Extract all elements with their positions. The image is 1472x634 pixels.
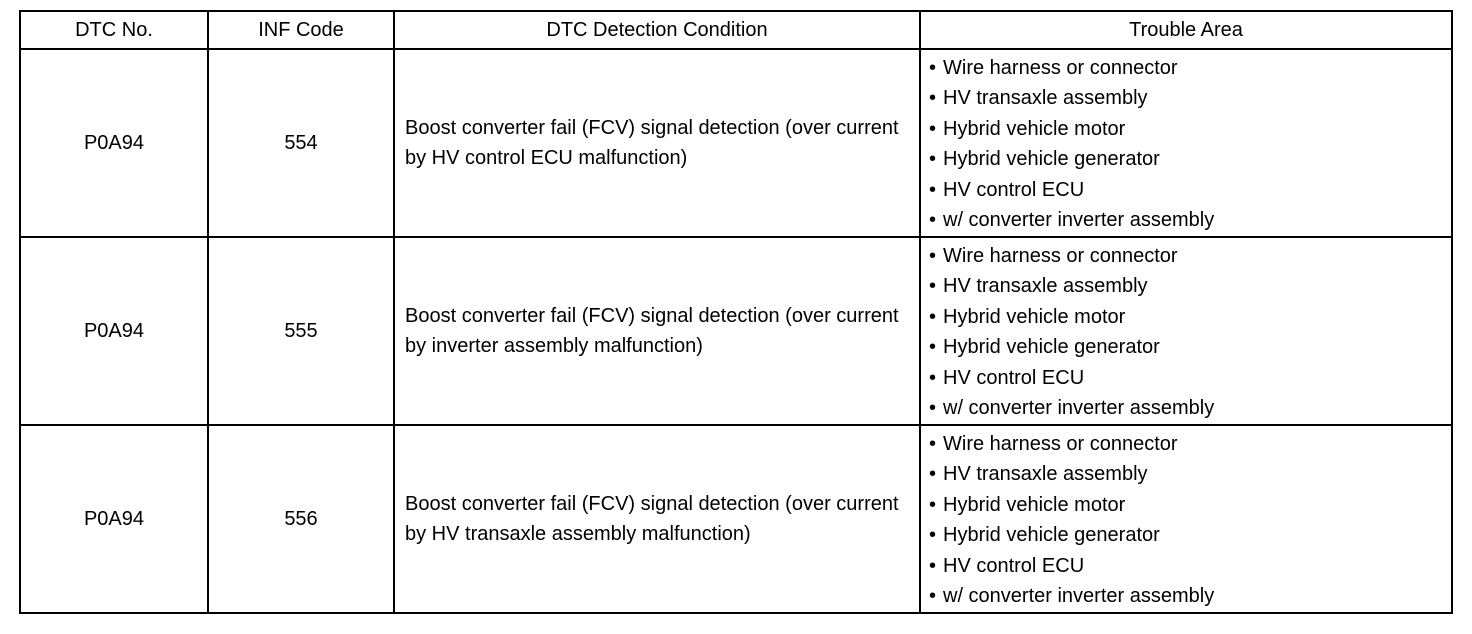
header-row: DTC No. INF Code DTC Detection Condition… <box>19 10 1453 50</box>
bullet-icon: • <box>929 463 937 486</box>
header-dtc-no: DTC No. <box>19 10 209 50</box>
bullet-icon: • <box>929 57 937 79</box>
condition-cell: Boost converter fail (FCV) signal detect… <box>393 236 921 426</box>
dtc-cell: P0A94 <box>19 236 209 426</box>
trouble-area-cell: • Wire harness or connector • HV transaxle… <box>919 48 1453 238</box>
trouble-area-text: Wire harness or connector <box>943 433 1178 455</box>
trouble-area-text: Hybrid vehicle motor <box>943 305 1126 328</box>
bullet-icon: • <box>929 275 937 298</box>
bullet-icon: • <box>929 117 937 140</box>
bullet-icon: • <box>929 148 937 171</box>
list-item: • Hybrid vehicle generator <box>929 332 1451 362</box>
bullet-icon: • <box>929 433 937 455</box>
trouble-area-text: HV control ECU <box>943 178 1085 201</box>
list-item: • w/ converter inverter assembly <box>929 393 1451 423</box>
list-item: • Hybrid vehicle motor <box>929 490 1451 520</box>
trouble-area-text: Hybrid vehicle generator <box>943 148 1160 171</box>
list-item: • Wire harness or connector <box>929 241 1451 271</box>
inf-code-cell: 556 <box>207 424 395 614</box>
header-trouble-area: Trouble Area <box>919 10 1453 50</box>
trouble-area-text: Hybrid vehicle generator <box>943 524 1160 547</box>
trouble-area-cell: • Wire harness or connector • HV transaxle… <box>919 424 1453 614</box>
condition-cell: Boost converter fail (FCV) signal detect… <box>393 48 921 238</box>
bullet-icon: • <box>929 585 937 608</box>
bullet-icon: • <box>929 305 937 328</box>
bullet-icon: • <box>929 245 937 267</box>
header-detection-condition: DTC Detection Condition <box>393 10 921 50</box>
list-item: • HV control ECU <box>929 551 1451 581</box>
list-item: • Wire harness or connector <box>929 53 1451 83</box>
trouble-area-text: Wire harness or connector <box>943 245 1178 267</box>
trouble-area-cell: • Wire harness or connector • HV transaxle… <box>919 236 1453 426</box>
dtc-table: DTC No. INF Code DTC Detection Condition… <box>19 10 1453 614</box>
list-item: • Hybrid vehicle generator <box>929 520 1451 550</box>
header-inf-code: INF Code <box>207 10 395 50</box>
table-row: P0A94 556 Boost converter fail (FCV) sig… <box>19 424 1453 614</box>
dtc-cell: P0A94 <box>19 424 209 614</box>
inf-code-cell: 555 <box>207 236 395 426</box>
table-header: DTC No. INF Code DTC Detection Condition… <box>19 10 1453 50</box>
bullet-icon: • <box>929 397 937 420</box>
trouble-area-text: w/ converter inverter assembly <box>943 585 1215 608</box>
table-row: P0A94 554 Boost converter fail (FCV) sig… <box>19 48 1453 238</box>
trouble-area-text: Hybrid vehicle generator <box>943 336 1160 359</box>
trouble-area-text: HV control ECU <box>943 554 1085 577</box>
trouble-area-text: Hybrid vehicle motor <box>943 117 1126 140</box>
list-item: • HV control ECU <box>929 363 1451 393</box>
trouble-area-text: HV transaxle assembly <box>943 275 1148 298</box>
bullet-icon: • <box>929 493 937 516</box>
list-item: • HV control ECU <box>929 175 1451 205</box>
trouble-area-text: Wire harness or connector <box>943 57 1178 79</box>
list-item: • w/ converter inverter assembly <box>929 205 1451 235</box>
bullet-icon: • <box>929 336 937 359</box>
inf-code-cell: 554 <box>207 48 395 238</box>
bullet-icon: • <box>929 554 937 577</box>
condition-cell: Boost converter fail (FCV) signal detect… <box>393 424 921 614</box>
trouble-area-text: Hybrid vehicle motor <box>943 493 1126 516</box>
bullet-icon: • <box>929 209 937 232</box>
list-item: • Hybrid vehicle motor <box>929 114 1451 144</box>
list-item: • Hybrid vehicle motor <box>929 302 1451 332</box>
trouble-area-text: HV transaxle assembly <box>943 463 1148 486</box>
list-item: • Hybrid vehicle generator <box>929 144 1451 174</box>
list-item: • Wire harness or connector <box>929 429 1451 459</box>
bullet-icon: • <box>929 366 937 389</box>
trouble-area-text: HV transaxle assembly <box>943 87 1148 110</box>
list-item: • HV transaxle assembly <box>929 271 1451 301</box>
list-item: • HV transaxle assembly <box>929 459 1451 489</box>
dtc-cell: P0A94 <box>19 48 209 238</box>
trouble-area-list: • Wire harness or connector • HV transaxle… <box>929 50 1451 235</box>
trouble-area-list: • Wire harness or connector • HV transaxle… <box>929 426 1451 611</box>
list-item: • w/ converter inverter assembly <box>929 581 1451 611</box>
trouble-area-text: w/ converter inverter assembly <box>943 209 1215 232</box>
table-row: P0A94 555 Boost converter fail (FCV) sig… <box>19 236 1453 426</box>
trouble-area-list: • Wire harness or connector • HV transaxle… <box>929 238 1451 423</box>
trouble-area-text: w/ converter inverter assembly <box>943 397 1215 420</box>
trouble-area-text: HV control ECU <box>943 366 1085 389</box>
list-item: • HV transaxle assembly <box>929 83 1451 113</box>
table-body: P0A94 554 Boost converter fail (FCV) sig… <box>19 48 1453 614</box>
bullet-icon: • <box>929 524 937 547</box>
bullet-icon: • <box>929 178 937 201</box>
bullet-icon: • <box>929 87 937 110</box>
